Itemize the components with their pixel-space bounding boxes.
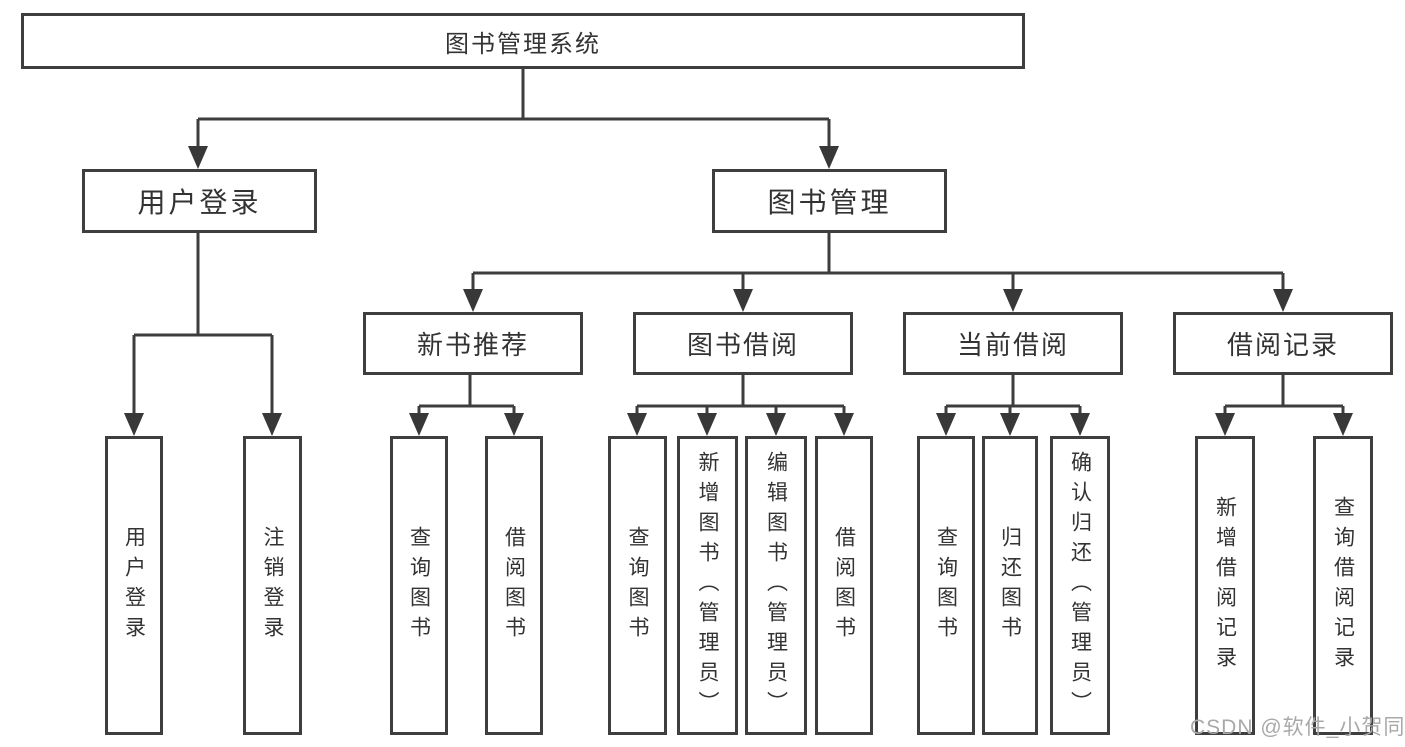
arrow-down-icon	[1070, 413, 1090, 436]
node-label: 新书推荐	[416, 330, 529, 360]
arrow-down-icon	[733, 289, 753, 312]
arrow-down-icon	[1273, 289, 1293, 312]
arrow-down-icon	[463, 289, 483, 312]
leaf-label: 借阅图书	[832, 525, 856, 646]
arrow-down-icon	[504, 413, 524, 436]
leaf-confirm-return-admin: 确认归还（管理员）	[1050, 436, 1110, 735]
leaf-query-books-current: 查询图书	[917, 436, 975, 735]
leaf-borrow-books-recommend: 借阅图书	[485, 436, 543, 735]
leaf-label: 借阅图书	[502, 525, 526, 646]
leaf-label: 查询图书	[934, 525, 958, 646]
arrow-down-icon	[766, 413, 786, 436]
node-library-system: 图书管理系统	[21, 13, 1025, 69]
leaf-user-login: 用户登录	[105, 436, 163, 735]
leaf-add-borrow-record: 新增借阅记录	[1195, 436, 1255, 735]
node-book-management: 图书管理	[712, 169, 947, 233]
leaf-label: 查询借阅记录	[1331, 495, 1355, 676]
leaf-query-books-recommend: 查询图书	[390, 436, 448, 735]
node-user-login: 用户登录	[82, 169, 317, 233]
node-book-borrowing: 图书借阅	[633, 312, 853, 375]
arrow-down-icon	[409, 413, 429, 436]
leaf-return-books: 归还图书	[982, 436, 1038, 735]
leaf-label: 新增借阅记录	[1213, 495, 1237, 676]
leaf-logout: 注销登录	[243, 436, 302, 735]
node-label: 图书管理	[767, 187, 892, 218]
arrow-down-icon	[1003, 289, 1023, 312]
watermark-text: CSDN @软件_小贺同学	[1190, 716, 1405, 739]
node-label: 用户登录	[137, 187, 262, 218]
leaf-edit-books-admin: 编辑图书（管理员）	[745, 436, 807, 735]
node-new-book-recommend: 新书推荐	[363, 312, 583, 375]
node-borrowing-records: 借阅记录	[1173, 312, 1393, 375]
leaf-query-books-borrowing: 查询图书	[608, 436, 667, 735]
leaf-borrow-books-borrowing: 借阅图书	[815, 436, 873, 735]
leaf-label: 注销登录	[261, 525, 284, 646]
leaf-label: 归还图书	[998, 525, 1022, 646]
arrow-down-icon	[627, 413, 647, 436]
node-current-borrowing: 当前借阅	[903, 312, 1123, 375]
arrow-down-icon	[936, 413, 956, 436]
leaf-label: 编辑图书（管理员）	[764, 450, 788, 721]
node-label: 图书借阅	[686, 330, 799, 360]
arrow-down-icon	[1000, 413, 1020, 436]
arrow-down-icon	[697, 413, 717, 436]
leaf-label: 确认归还（管理员）	[1068, 450, 1092, 721]
leaf-add-books-admin: 新增图书（管理员）	[677, 436, 738, 735]
node-label: 当前借阅	[956, 330, 1069, 360]
leaf-label: 用户登录	[122, 525, 146, 646]
arrow-down-icon	[262, 413, 282, 436]
arrow-down-icon	[1333, 413, 1353, 436]
leaf-query-borrow-record: 查询借阅记录	[1313, 436, 1373, 735]
arrow-down-icon	[188, 146, 208, 169]
arrow-down-icon	[1215, 413, 1235, 436]
node-label: 图书管理系统	[445, 30, 601, 58]
arrow-down-icon	[819, 146, 839, 169]
leaf-label: 查询图书	[407, 525, 431, 646]
leaf-label: 新增图书（管理员）	[696, 450, 719, 721]
arrow-down-icon	[124, 413, 144, 436]
leaf-label: 查询图书	[626, 525, 649, 646]
arrow-down-icon	[834, 413, 854, 436]
node-label: 借阅记录	[1226, 330, 1339, 360]
